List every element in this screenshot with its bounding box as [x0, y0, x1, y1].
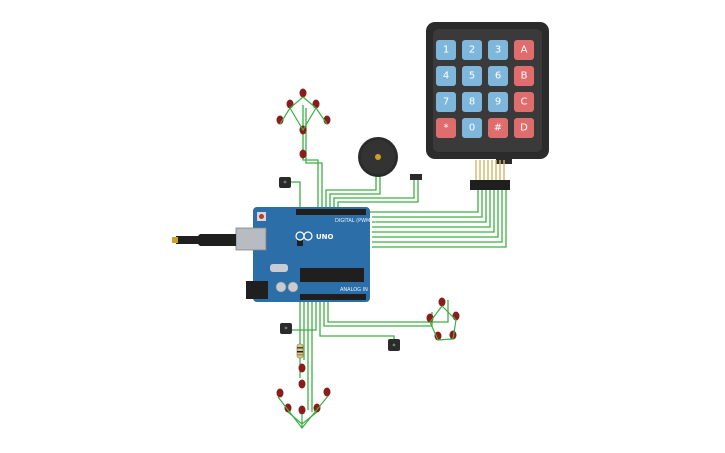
keypad-key: 4	[436, 66, 456, 86]
keypad-key-label: 2	[469, 45, 475, 56]
keypad-key-label: B	[521, 71, 528, 82]
keypad: 1 2 3 A 4 5 6 B 7 8 9 C * 0 # D	[426, 22, 549, 190]
keypad-key-label: 6	[495, 71, 501, 82]
led-cluster-bottom	[276, 363, 331, 429]
keypad-key-label: 7	[443, 97, 449, 108]
keypad-key: 0	[462, 118, 482, 138]
keypad-key-label: 4	[443, 71, 449, 82]
keypad-key: 1	[436, 40, 456, 60]
transistor-bottom-left	[280, 323, 292, 334]
keypad-key-face	[514, 92, 534, 112]
keypad-key: C	[514, 92, 534, 112]
keypad-key: A	[514, 40, 534, 60]
keypad-key: 6	[488, 66, 508, 86]
keypad-key-face	[488, 118, 508, 138]
keypad-key-label: 0	[469, 123, 475, 134]
resistor	[296, 343, 304, 359]
keypad-key: 9	[488, 92, 508, 112]
keypad-key-face	[436, 92, 456, 112]
keypad-key-face	[436, 66, 456, 86]
keypad-key-face	[462, 92, 482, 112]
board-digital-label: DIGITAL (PWM~)	[335, 218, 377, 224]
keypad-key-label: 5	[469, 71, 475, 82]
keypad-key: #	[488, 118, 508, 138]
keypad-key-face	[488, 40, 508, 60]
keypad-key-face	[436, 40, 456, 60]
led-cluster-right	[426, 297, 460, 341]
keypad-key-label: 1	[443, 45, 449, 56]
keypad-key-face	[462, 66, 482, 86]
keypad-key-face	[462, 40, 482, 60]
keypad-ribbon	[475, 160, 505, 182]
keypad-key-face	[514, 66, 534, 86]
keypad-key: 5	[462, 66, 482, 86]
keypad-key-face	[462, 118, 482, 138]
keypad-key: D	[514, 118, 534, 138]
keypad-key: 8	[462, 92, 482, 112]
keypad-key-face	[514, 40, 534, 60]
keypad-key: 3	[488, 40, 508, 60]
transistor-top	[279, 177, 291, 188]
board-logo-text: UNO	[316, 233, 334, 241]
keypad-key-label: #	[494, 123, 502, 134]
board-logo-circle	[295, 231, 313, 241]
board-analog-label: ANALOG IN	[340, 287, 368, 293]
keypad-key-face	[514, 118, 534, 138]
keypad-key-label: 3	[495, 45, 501, 56]
small-connector	[410, 174, 422, 180]
piezo-buzzer	[358, 137, 398, 177]
keypad-key-face	[488, 92, 508, 112]
keypad-key-label: C	[521, 97, 528, 108]
keypad-key-label: A	[521, 45, 528, 56]
arduino-board: UNO DIGITAL (PWM~) ANALOG IN	[172, 207, 377, 302]
keypad-key-label: 8	[469, 97, 475, 108]
led-cluster-top	[276, 88, 331, 159]
keypad-key: 2	[462, 40, 482, 60]
keypad-key: B	[514, 66, 534, 86]
keypad-keys: 1 2 3 A 4 5 6 B 7 8 9 C * 0 # D	[436, 40, 534, 138]
keypad-key-face	[488, 66, 508, 86]
keypad-key: *	[436, 118, 456, 138]
keypad-key-face	[436, 118, 456, 138]
keypad-key-label: *	[444, 123, 449, 134]
transistor-bottom-right	[388, 339, 400, 351]
keypad-key-label: 9	[495, 97, 501, 108]
keypad-key: 7	[436, 92, 456, 112]
keypad-key-label: D	[520, 123, 528, 134]
